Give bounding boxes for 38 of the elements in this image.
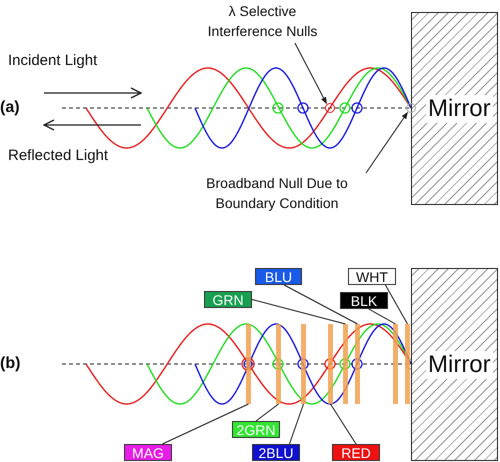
null-circle bbox=[325, 103, 335, 113]
null-plane-bar bbox=[355, 324, 360, 404]
leader-line bbox=[162, 404, 249, 444]
mirror-label: Mirror bbox=[426, 95, 493, 123]
null-plane-bar bbox=[328, 324, 333, 404]
color-tag: BLU bbox=[255, 268, 302, 285]
color-tag: GRN bbox=[204, 291, 252, 308]
color-tag: WHT bbox=[348, 268, 396, 285]
panel-label: (b) bbox=[0, 355, 20, 373]
leader-line bbox=[252, 299, 346, 324]
callout-text: Broadband Null Due to Boundary Condition bbox=[188, 173, 366, 215]
mirror-label: Mirror bbox=[426, 351, 493, 379]
leader-line bbox=[366, 112, 408, 174]
callout-text: λ Selective Interference Nulls bbox=[195, 1, 330, 43]
mirror-block bbox=[411, 12, 498, 205]
leader-line bbox=[368, 308, 396, 324]
null-plane-bar bbox=[343, 324, 348, 404]
leader-line bbox=[288, 404, 304, 444]
leader-line bbox=[294, 42, 327, 104]
text-label: Incident Light bbox=[8, 52, 98, 70]
text-label: Reflected Light bbox=[8, 147, 108, 165]
leader-line bbox=[330, 404, 356, 444]
color-tag: 2GRN bbox=[232, 421, 280, 438]
null-plane-bar bbox=[301, 324, 306, 404]
null-plane-bar bbox=[405, 324, 410, 404]
leader-line bbox=[284, 284, 358, 324]
panel-label: (a) bbox=[0, 99, 20, 117]
color-tag: MAG bbox=[124, 444, 172, 461]
mirror-block bbox=[411, 268, 498, 461]
color-tag: BLK bbox=[340, 292, 388, 309]
null-circle bbox=[406, 103, 416, 113]
color-tag: RED bbox=[332, 444, 380, 461]
null-plane-bar bbox=[246, 324, 251, 404]
color-tag: 2BLU bbox=[252, 444, 300, 461]
leader-line bbox=[384, 284, 408, 324]
null-plane-bar bbox=[276, 324, 281, 404]
leader-line bbox=[256, 404, 279, 422]
null-plane-bar bbox=[393, 324, 398, 404]
